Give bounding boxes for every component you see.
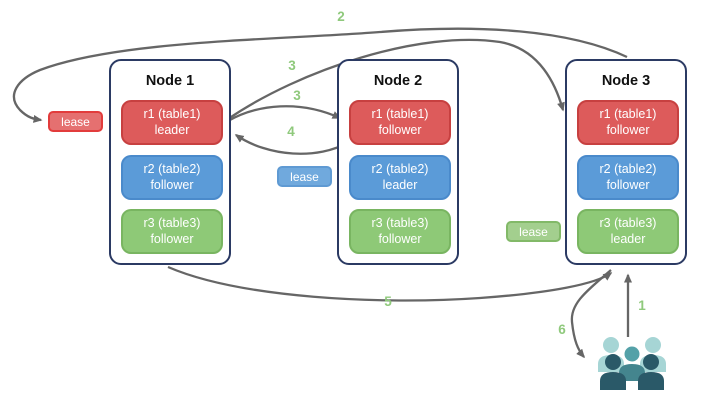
- node-2-replica-r2: r2 (table2) leader: [349, 155, 451, 200]
- replica-name: r1 (table1): [371, 106, 429, 121]
- node-2: Node 2 r1 (table1) follower r2 (table2) …: [337, 59, 459, 265]
- node-1-replica-r3: r3 (table3) follower: [121, 209, 223, 254]
- node-2-replica-r1: r1 (table1) follower: [349, 100, 451, 145]
- node-2-replica-r3: r3 (table3) follower: [349, 209, 451, 254]
- replica-role: follower: [606, 122, 650, 137]
- arrow-step6-gateway-to-users: [570, 269, 612, 359]
- node-3-replica-r1: r1 (table1) follower: [577, 100, 679, 145]
- step-label-5: 5: [384, 294, 392, 309]
- replica-role: follower: [378, 122, 422, 137]
- arrow-step2-gateway-to-lease: [12, 27, 628, 123]
- replica-role: leader: [610, 231, 646, 246]
- lease-label-r2: lease: [277, 166, 332, 187]
- step-label-3b: 3: [293, 88, 301, 103]
- lease-label-r1: lease: [48, 111, 103, 132]
- replica-role: follower: [150, 177, 194, 192]
- step-label-4: 4: [287, 124, 295, 139]
- replica-name: r2 (table2): [143, 161, 201, 176]
- node-3-replica-r3: r3 (table3) leader: [577, 209, 679, 254]
- step-label-6: 6: [558, 322, 566, 337]
- node-1-replica-r2: r2 (table2) follower: [121, 155, 223, 200]
- replica-role: follower: [378, 231, 422, 246]
- node-1-replica-r1: r1 (table1) leader: [121, 100, 223, 145]
- step-label-1: 1: [638, 298, 646, 313]
- arrow-step3-leader-to-node2-follower: [227, 105, 342, 123]
- replica-name: r3 (table3): [371, 215, 429, 230]
- lease-label-r3: lease: [506, 221, 561, 242]
- replica-name: r2 (table2): [599, 161, 657, 176]
- users-group-icon: [598, 337, 666, 390]
- replica-role: leader: [154, 122, 190, 137]
- replica-name: r1 (table1): [143, 106, 201, 121]
- node-1-title: Node 1: [145, 73, 195, 89]
- step-label-2: 2: [337, 9, 345, 24]
- step-label-3a: 3: [288, 58, 296, 73]
- replica-name: r1 (table1): [599, 106, 657, 121]
- node-2-title: Node 2: [373, 73, 423, 89]
- replica-role: follower: [150, 231, 194, 246]
- node-3: Node 3 r1 (table1) follower r2 (table2) …: [565, 59, 687, 265]
- node-3-title: Node 3: [601, 73, 651, 89]
- replica-name: r2 (table2): [371, 161, 429, 176]
- node-3-replica-r2: r2 (table2) follower: [577, 155, 679, 200]
- replica-role: follower: [606, 177, 650, 192]
- replica-name: r3 (table3): [599, 215, 657, 230]
- replica-name: r3 (table3): [143, 215, 201, 230]
- node-1: Node 1 r1 (table1) leader r2 (table2) fo…: [109, 59, 231, 265]
- replica-role: leader: [382, 177, 418, 192]
